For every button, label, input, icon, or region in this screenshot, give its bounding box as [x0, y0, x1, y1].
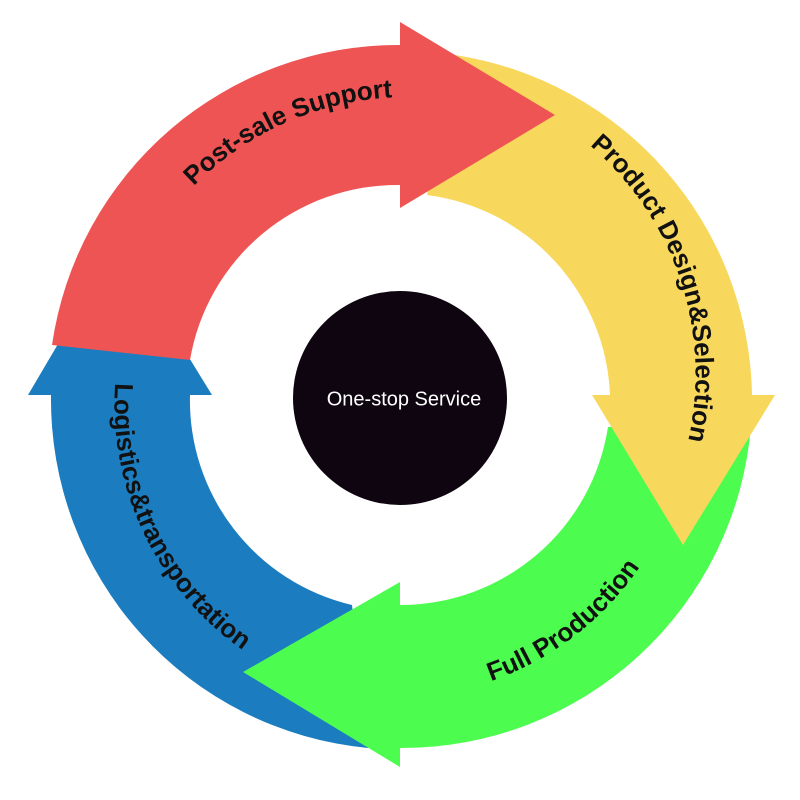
center-label: One-stop Service	[327, 388, 482, 410]
post-sale-support-arrow	[52, 22, 555, 360]
product-design-selection-arrow	[427, 55, 775, 545]
center-hub	[293, 291, 507, 505]
full-production-arrow	[243, 425, 751, 767]
logistics-transportation-arrow	[28, 242, 368, 748]
